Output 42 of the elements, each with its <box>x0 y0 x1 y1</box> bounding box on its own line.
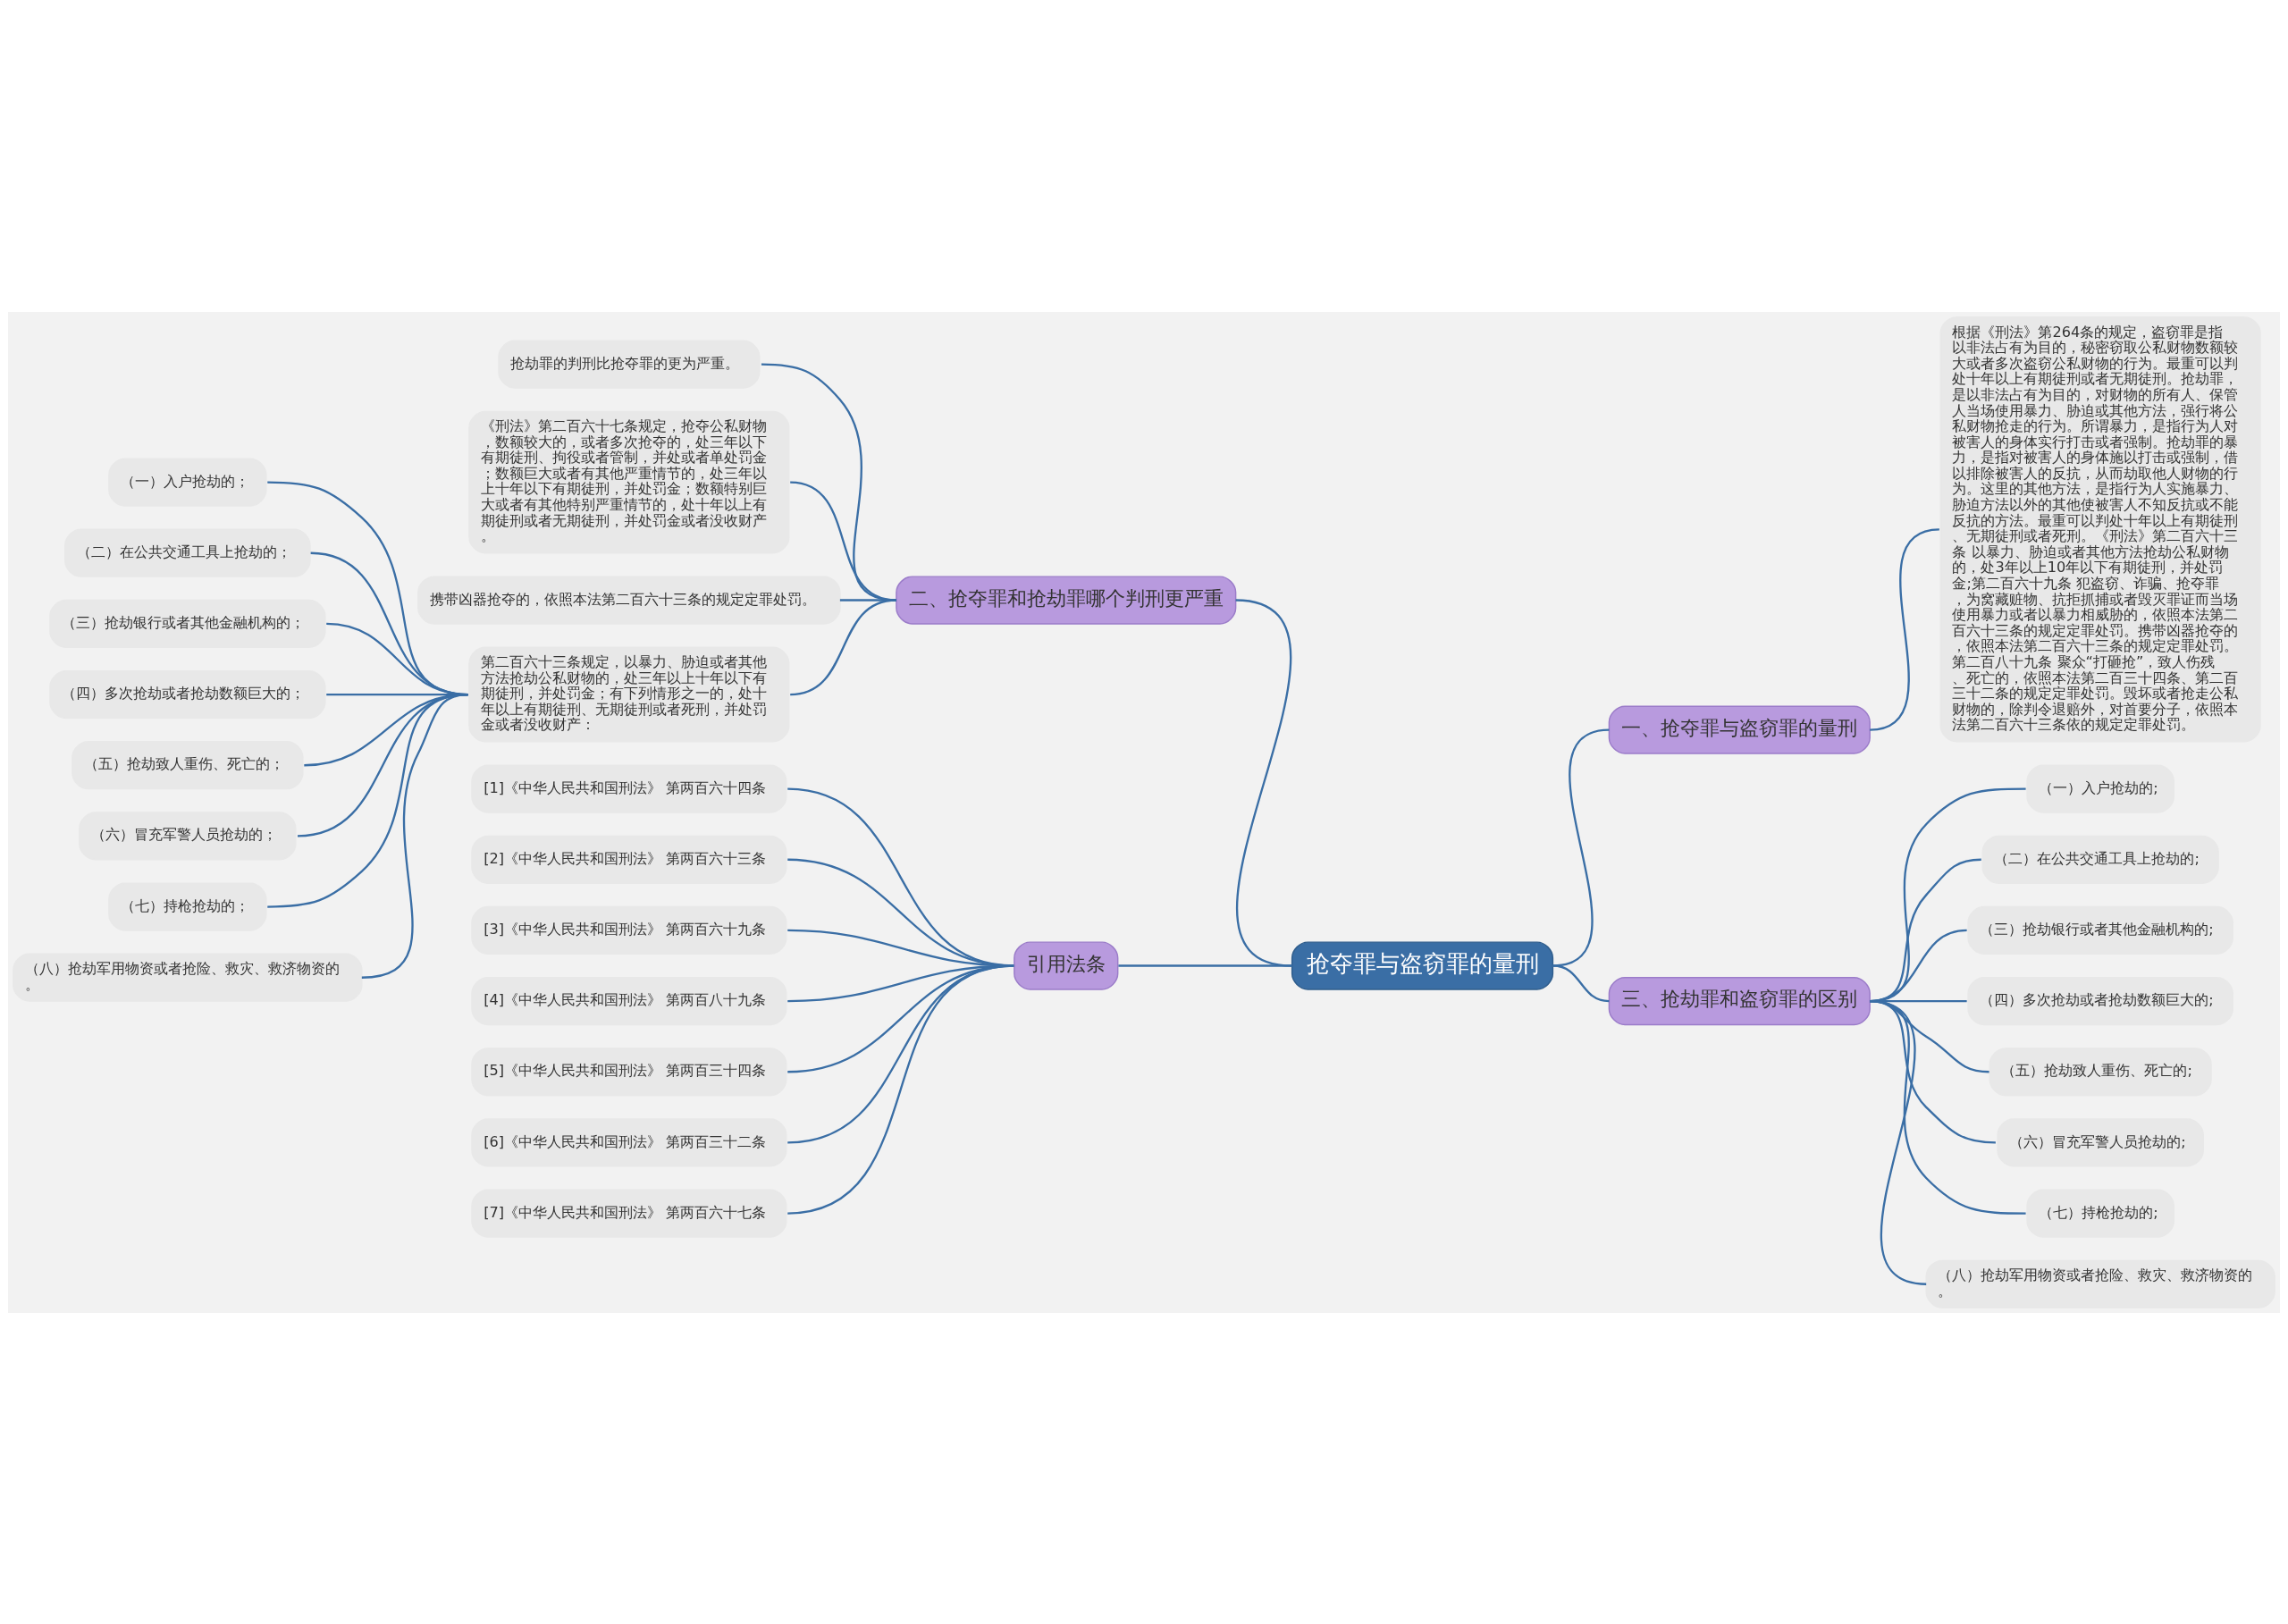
node-box: （六）冒充军警人员抢劫的； <box>79 811 297 860</box>
node-box: （七）持枪抢劫的; <box>2026 1188 2174 1238</box>
node-box: 《刑法》第二百六十七条规定，抢夺公私财物，数额较大的，或者多次抢夺的，处三年以下有期徒刑、拘役或者管制，并处或者单处罚金；数额巨大或者有其他严重情节的，处三年以上十年以下有期徒刑，并处罚金；数额特别巨大或者有其他特别严重情节的，处十年以上有期徒刑或者无期徒刑，并处罚金或者没收财产。 <box>468 410 790 553</box>
node-box: （四）多次抢劫或者抢劫数额巨大的； <box>49 669 326 719</box>
node-box: 二、抢夺罪和抢劫罪哪个判刑更严重 <box>896 575 1237 625</box>
node-box: 引用法条 <box>1014 940 1119 990</box>
node-box: 第二百六十三条规定，以暴力、胁迫或者其他方法抢劫公私财物的，处三年以上十年以下有期徒刑，并处罚金；有下列情形之一的，处十年以上有期徒刑、无期徒刑或者死刑，并处罚金或者没收财产： <box>468 646 790 743</box>
node-box: （二）在公共交通工具上抢劫的; <box>1981 835 2219 884</box>
node-box: 携带凶器抢夺的，依照本法第二百六十三条的规定定罪处罚。 <box>417 575 841 625</box>
node-box: （七）持枪抢劫的； <box>108 881 267 931</box>
node-box: （六）冒充军警人员抢劫的; <box>1997 1117 2204 1167</box>
connector <box>1869 527 1940 731</box>
node-box: （三）抢劫银行或者其他金融机构的； <box>49 599 326 648</box>
node-box: 三、抢劫罪和盗窃罪的区别 <box>1608 976 1871 1025</box>
node-box: （二）在公共交通工具上抢劫的； <box>64 528 311 577</box>
node-box: （八）抢劫军用物资或者抢险、救灾、救济物资的。 <box>1925 1259 2275 1308</box>
node-box: 根据《刑法》第264条的规定，盗窃罪是指以非法占有为目的，秘密窃取公私财物数额较大或者多次盗窃公私财物的行为。最重可以判处十年以上有期徒刑或者无期徒刑。抢劫罪，是以非法占有为目的，对财物的所有人、保管人当场使用暴力、胁迫或其他方法，强行将公私财物抢走的行为。所谓暴力，是指行为人对被害人的身体实行打击或者强制。抢劫罪的暴力，是指对被害人的身体施以打击或强制，借以排除被害人的反抗，从而劫取他人财物的行为。这里的其他方法，是指行为人实施暴力、胁迫方法以外的其他使被害人不知反抗或不能反抗的方法。最重可以判处十年以上有期徒刑、无期徒刑或者死刑。《刑法》第二百六十三条 以暴力、胁迫或者其他方法抢劫公私财物的，处3年以上10年以下有期徒刑，并处罚金;第二百六十九条 犯盗窃、诈骗、抢夺罪，为窝藏赃物、抗拒抓捕或者毁灭罪证而当场使用暴力或者以暴力相威胁的，依照本法第二百六十三条的规定定罪处罚。携带凶器抢夺的，依照本法第二百六十三条的规定定罪处罚。第二百八十九条 聚众“打砸抢”，致人伤残、死亡的，依照本法第二百三十四条、第二百三十二条的规定定罪处罚。毁坏或者抢走公私财物的，除判令退赔外，对首要分子，依照本法第二百六十三条依的规定定罪处罚。 <box>1939 316 2261 743</box>
node-box: [2]《中华人民共和国刑法》 第两百六十三条 <box>471 835 787 884</box>
node-box: （一）入户抢劫的； <box>108 457 267 507</box>
node-box: [7]《中华人民共和国刑法》 第两百六十七条 <box>471 1188 787 1238</box>
node-box: （五）抢劫致人重伤、死亡的; <box>1989 1047 2212 1096</box>
node-box: （五）抢劫致人重伤、死亡的； <box>72 740 304 789</box>
connector <box>1552 728 1610 967</box>
connector <box>361 693 468 979</box>
node-box: （四）多次抢劫或者抢劫数额巨大的; <box>1967 976 2233 1025</box>
connector <box>790 598 897 695</box>
node-box: 抢劫罪的判刑比抢夺罪的更为严重。 <box>498 340 761 389</box>
node-box: （一）入户抢劫的; <box>2026 764 2174 813</box>
connector <box>787 963 1014 1215</box>
node-box: [5]《中华人民共和国刑法》 第两百三十四条 <box>471 1047 787 1096</box>
node-box: 一、抢夺罪与盗窃罪的量刑 <box>1608 705 1871 754</box>
node-box: [4]《中华人民共和国刑法》 第两百八十九条 <box>471 976 787 1025</box>
node-box: [3]《中华人民共和国刑法》 第两百六十九条 <box>471 905 787 955</box>
connector <box>1552 963 1610 1002</box>
node-box: [1]《中华人民共和国刑法》 第两百六十四条 <box>471 764 787 813</box>
node-box: （八）抢劫军用物资或者抢险、救灾、救济物资的。 <box>13 953 363 1002</box>
connector <box>1118 963 1292 967</box>
node-box: 抢夺罪与盗窃罪的量刑 <box>1291 940 1554 990</box>
node-box: [6]《中华人民共和国刑法》 第两百三十二条 <box>471 1117 787 1167</box>
connector <box>1869 999 1927 1285</box>
connector <box>1235 598 1292 967</box>
node-box: （三）抢劫银行或者其他金融机构的; <box>1967 905 2233 955</box>
